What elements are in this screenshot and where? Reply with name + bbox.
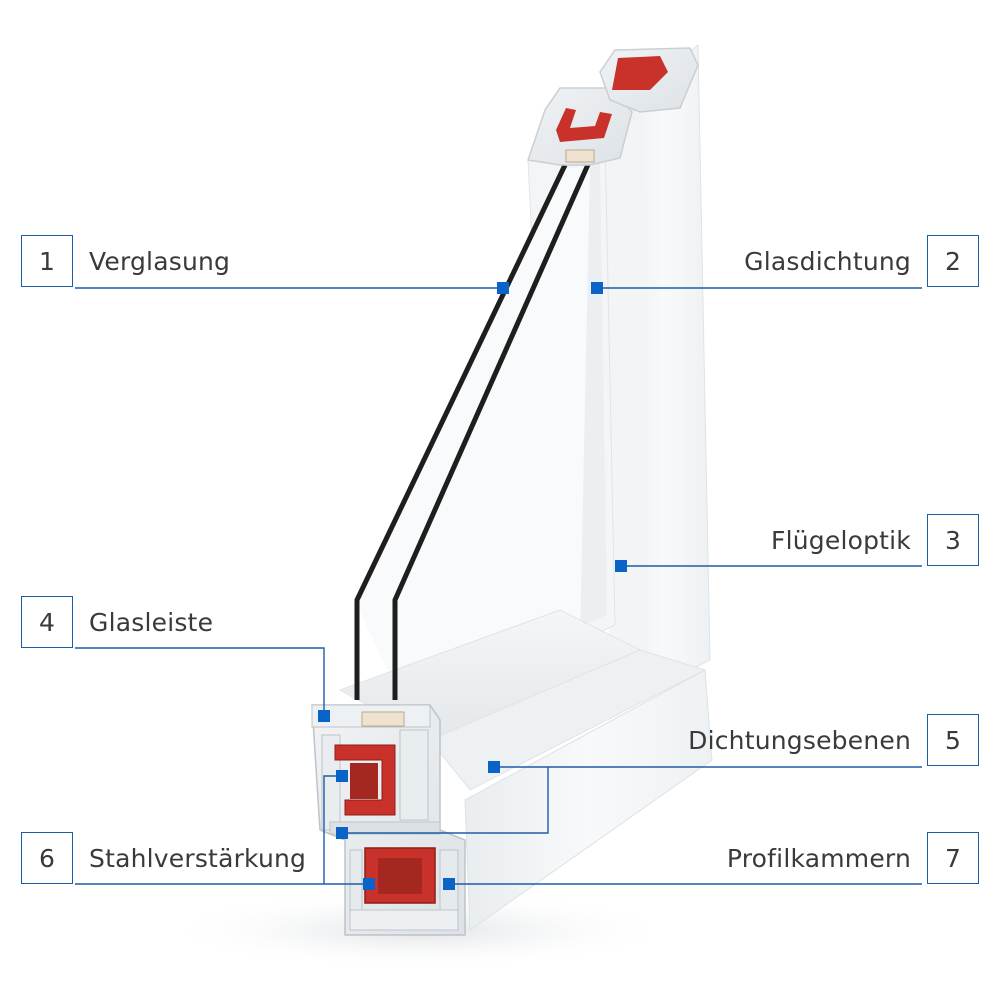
top-reinforcement-frame (612, 56, 668, 90)
leader-6b (323, 775, 340, 884)
callout-number-6: 6 (21, 832, 73, 884)
marker-4 (318, 710, 330, 722)
callout-number-7: 7 (927, 832, 979, 884)
callout-3: Flügeloptik 3 (755, 513, 979, 567)
bottom-rail-frame-face (464, 669, 713, 931)
callout-label-glasdichtung: Glasdichtung (744, 246, 911, 276)
callout-label-stahlverstaerkung: Stahlverstärkung (89, 843, 307, 873)
callout-5: Dichtungsebenen 5 (672, 713, 979, 767)
glass-pane (355, 165, 590, 720)
callout-label-dichtungsebenen: Dichtungsebenen (688, 725, 911, 755)
callout-label-glasleiste: Glasleiste (89, 607, 214, 637)
callout-4: 4 Glasleiste (21, 595, 229, 649)
callout-6: 6 Stahlverstärkung (21, 831, 322, 885)
callout-number-1: 1 (21, 235, 73, 287)
callout-label-verglasung: Verglasung (89, 246, 231, 276)
callout-2: Glasdichtung 2 (728, 234, 979, 288)
callout-1: 1 Verglasung (21, 234, 246, 288)
marker-3 (615, 560, 627, 572)
markers (318, 282, 627, 890)
marker-7 (443, 878, 455, 890)
marker-6a (336, 770, 348, 782)
leader-5b (342, 767, 549, 834)
sash-reinforcement (334, 744, 396, 816)
marker-6b (363, 878, 375, 890)
callout-number-2: 2 (927, 235, 979, 287)
marker-5b (336, 827, 348, 839)
marker-5a (488, 761, 500, 773)
callout-number-4: 4 (21, 596, 73, 648)
glazing-pane-inner (392, 158, 593, 700)
callout-7: Profilkammern 7 (711, 831, 979, 885)
callout-number-3: 3 (927, 514, 979, 566)
leader-4 (75, 647, 325, 716)
bottom-profile-section (311, 704, 466, 936)
marker-2 (591, 282, 603, 294)
marker-1 (497, 282, 509, 294)
top-profile-section (527, 47, 699, 166)
leader-lines (75, 287, 922, 885)
glazing-pane-outer (354, 163, 568, 700)
callout-label-fluegeloptik: Flügeloptik (771, 525, 911, 555)
callout-label-profilkammern: Profilkammern (726, 843, 911, 873)
top-reinforcement-sash (556, 108, 612, 142)
callout-number-5: 5 (927, 714, 979, 766)
